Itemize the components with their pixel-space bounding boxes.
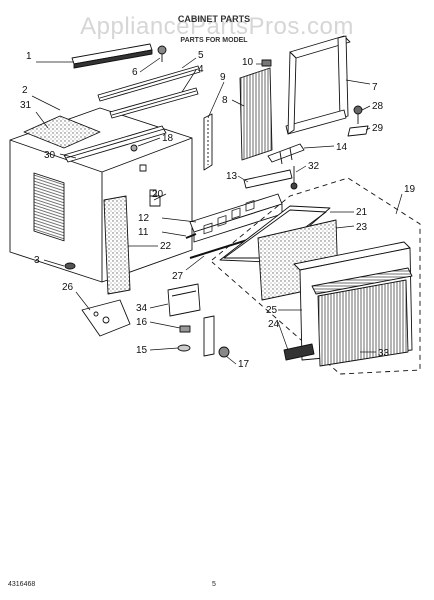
top-rail-part xyxy=(71,43,153,69)
rod-11-part xyxy=(185,233,197,239)
callout-13: 13 xyxy=(226,171,238,182)
callout-5: 5 xyxy=(198,50,204,61)
front-panel-assembly-19 xyxy=(211,177,421,375)
callout-20: 20 xyxy=(152,189,164,200)
screw-6-part xyxy=(157,45,167,62)
page-number: 5 xyxy=(212,581,216,588)
callout-4: 4 xyxy=(198,64,204,75)
callout-8: 8 xyxy=(222,95,228,106)
callout-21: 21 xyxy=(356,207,368,218)
callout-18: 18 xyxy=(162,133,174,144)
part-16 xyxy=(179,325,191,333)
louver-13-part xyxy=(243,169,293,189)
rail-channel-30-part xyxy=(63,125,167,163)
frame-7-part xyxy=(285,35,351,135)
callout-15: 15 xyxy=(136,345,148,356)
callout-1: 1 xyxy=(26,51,32,62)
callout-24: 24 xyxy=(268,319,280,330)
rail-channel-5-part xyxy=(97,65,201,102)
callout-22: 22 xyxy=(160,241,172,252)
screw-18-part xyxy=(130,144,138,152)
top-insulation-part xyxy=(23,115,101,149)
filter-22-part xyxy=(103,195,131,295)
diagram-title: CABINET PARTS xyxy=(178,14,250,24)
callout-11: 11 xyxy=(138,227,149,238)
callout-27: 27 xyxy=(172,271,184,282)
screw-28-part xyxy=(353,105,363,124)
grille-33-part xyxy=(311,267,413,367)
callout-30: 30 xyxy=(44,150,56,161)
callout-10: 10 xyxy=(242,57,254,68)
callout-14: 14 xyxy=(336,142,348,153)
callout-19: 19 xyxy=(404,184,416,195)
callout-3: 3 xyxy=(34,255,40,266)
callout-34: 34 xyxy=(136,303,148,314)
bracket-29-part xyxy=(347,125,369,137)
callout-28: 28 xyxy=(372,101,384,112)
strip-24-part xyxy=(283,343,315,361)
clip-32-part xyxy=(290,166,298,190)
document-number: 4316468 xyxy=(8,581,35,588)
callout-16: 16 xyxy=(136,317,148,328)
diagram-subtitle: PARTS FOR MODEL xyxy=(180,37,248,44)
panel-34-part xyxy=(167,283,201,317)
callout-17: 17 xyxy=(238,359,250,370)
callout-12: 12 xyxy=(138,213,150,224)
callout-26: 26 xyxy=(62,282,74,293)
callout-29: 29 xyxy=(372,123,384,134)
callout-25: 25 xyxy=(266,305,278,316)
callout-31: 31 xyxy=(20,100,32,111)
callout-9: 9 xyxy=(220,72,226,83)
bracket-17-part xyxy=(203,315,230,358)
watermark-text: AppliancePartsPros.com xyxy=(80,13,354,40)
bracket-14-part xyxy=(267,143,305,165)
cabinet-wrapper-part xyxy=(9,107,193,283)
callout-7: 7 xyxy=(372,82,378,93)
side-bracket-9-part xyxy=(203,113,213,171)
callout-2: 2 xyxy=(22,85,28,96)
clip-10-part xyxy=(261,59,272,67)
callout-33: 33 xyxy=(378,348,390,359)
part-15 xyxy=(177,344,191,352)
side-panel-8-part xyxy=(239,67,273,161)
callout-23: 23 xyxy=(356,222,368,233)
callout-32: 32 xyxy=(308,161,320,172)
rail-channel-4-part xyxy=(109,87,199,119)
callout-6: 6 xyxy=(132,67,138,78)
screw-3-part xyxy=(64,262,76,270)
mounting-bracket-26-part xyxy=(81,299,131,337)
part-20 xyxy=(149,195,161,207)
